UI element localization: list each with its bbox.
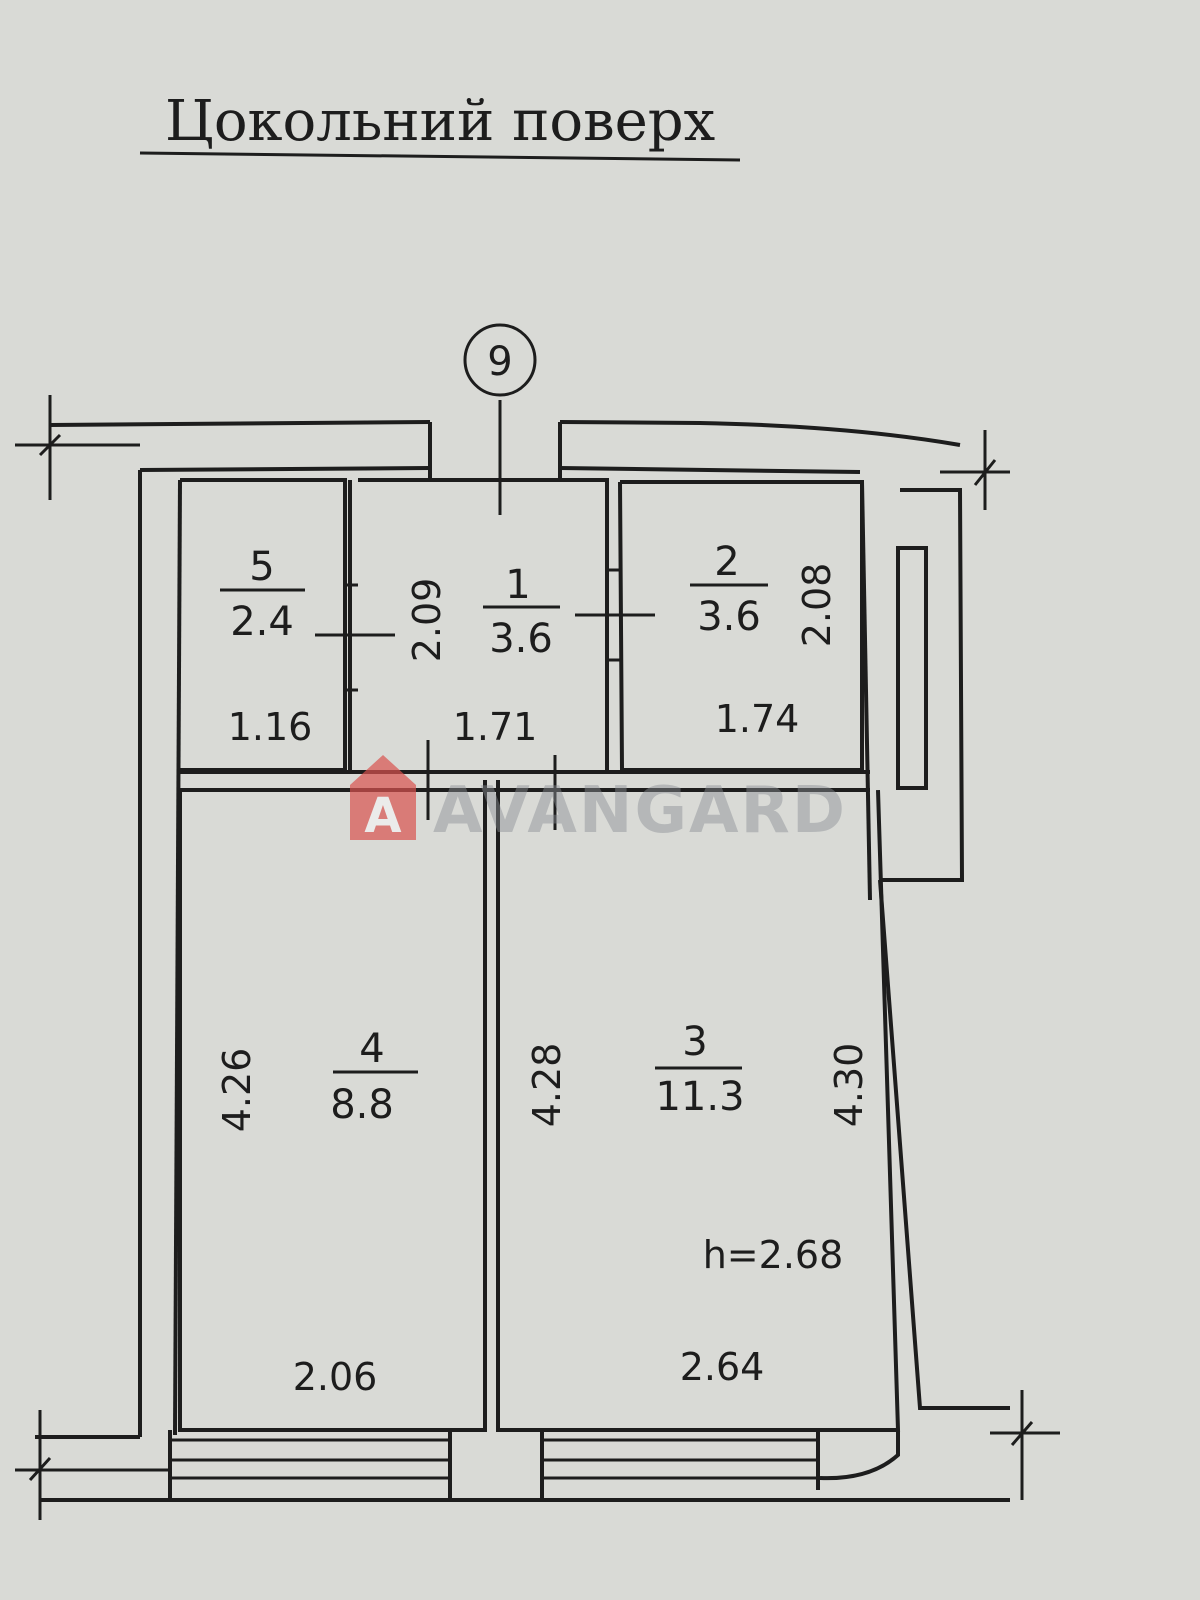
axis-marker-label: 9 [487, 339, 512, 385]
room-5-area: 2.4 [230, 599, 294, 645]
room-3-area: 11.3 [655, 1074, 744, 1120]
room-2-width: 1.74 [715, 697, 800, 741]
room-1-number: 1 [505, 562, 530, 608]
room-5-width: 1.16 [228, 705, 313, 749]
room-4-width: 2.06 [293, 1355, 378, 1399]
watermark: A AVANGARD [350, 755, 847, 848]
room-5-number: 5 [249, 544, 274, 590]
room-1-height: 2.09 [405, 578, 449, 663]
watermark-logo-icon [350, 755, 416, 840]
room-3-height-left: 4.28 [525, 1043, 569, 1128]
walls [15, 395, 1060, 1520]
watermark-text: AVANGARD [433, 774, 847, 848]
axis-marker-circle [463, 323, 537, 397]
room-2-height: 2.08 [795, 563, 839, 648]
room-4-number: 4 [359, 1026, 384, 1072]
room-1-area: 3.6 [489, 616, 553, 662]
title-underline [139, 151, 741, 162]
watermark-logo-letter: A [364, 788, 401, 844]
room-3-number: 3 [682, 1019, 707, 1065]
room-4-height: 4.26 [215, 1048, 259, 1133]
plan-title: Цокольний поверх [165, 89, 715, 154]
ceiling-height: h=2.68 [703, 1233, 844, 1277]
room-3-width: 2.64 [680, 1345, 765, 1389]
room-1-width: 1.71 [453, 705, 538, 749]
room-4-area: 8.8 [330, 1082, 394, 1128]
room-2-number: 2 [714, 539, 739, 585]
room-3-height-right: 4.30 [827, 1043, 871, 1128]
room-2-area: 3.6 [697, 594, 761, 640]
